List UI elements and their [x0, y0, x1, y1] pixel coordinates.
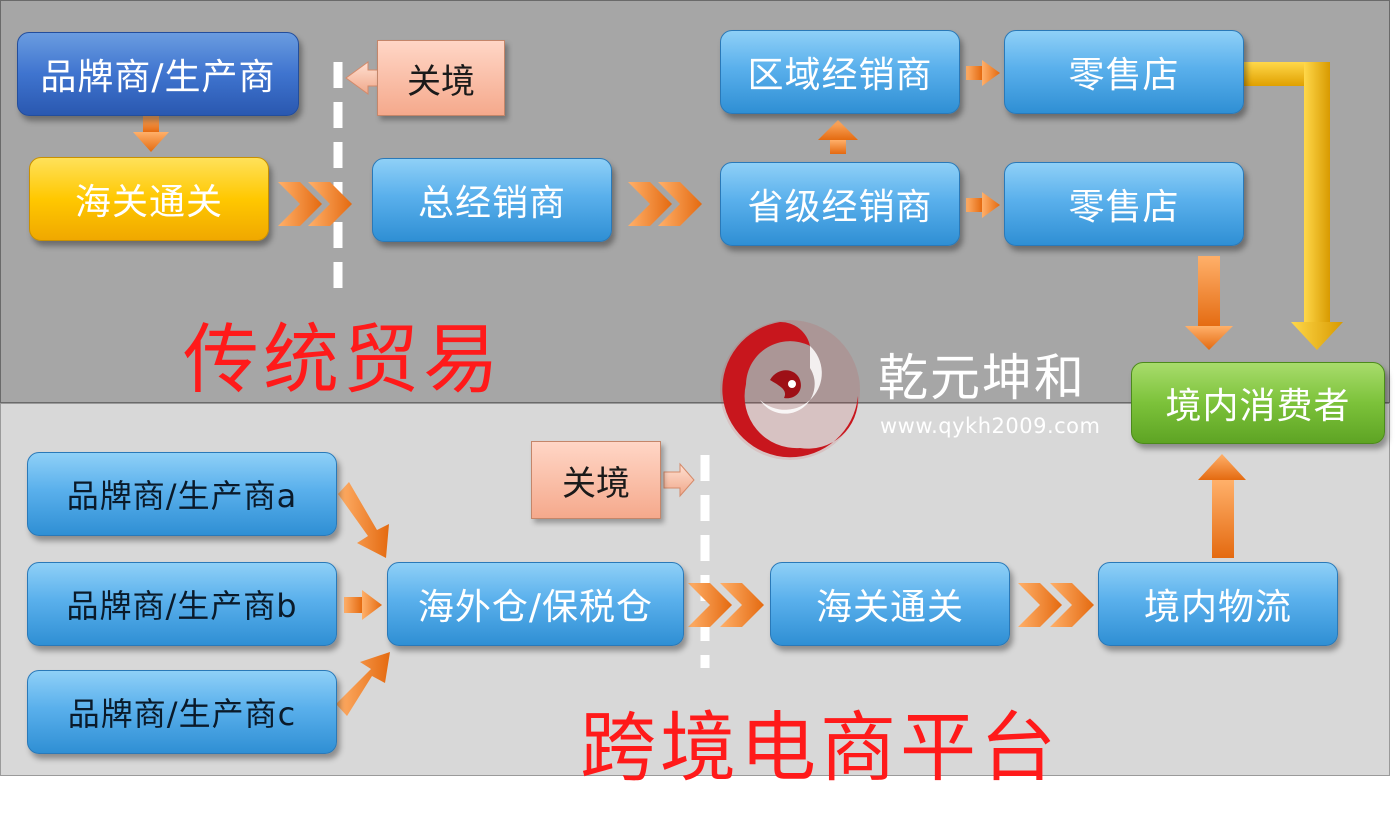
arrow-brand-to-customs — [133, 116, 169, 152]
logo-name: 乾元坤和 — [878, 349, 1086, 407]
arrow-provincial-to-retail2 — [966, 192, 1000, 218]
border-label-top: 关境 — [377, 40, 505, 116]
regional-distributor-box: 区域经销商 — [720, 30, 960, 114]
arrow-logistics-to-consumer — [1198, 454, 1246, 558]
overseas-bonded-warehouse-box: 海外仓/保税仓 — [387, 562, 684, 646]
domestic-consumer-box: 境内消费者 — [1131, 362, 1385, 444]
arrow-brand-a-to-warehouse — [338, 482, 389, 558]
brand-manufacturer-c-box: 品牌商/生产商c — [27, 670, 337, 754]
traditional-trade-label: 传统贸易 — [183, 315, 503, 404]
retail-store-box-2: 零售店 — [1004, 162, 1244, 246]
arrow-brand-b-to-warehouse — [344, 590, 382, 620]
domestic-logistics-box: 境内物流 — [1098, 562, 1338, 646]
crossborder-platform-label: 跨境电商平台 — [580, 703, 1060, 792]
chevron-customs-to-general — [278, 182, 352, 226]
customs-clearance-box: 海关通关 — [29, 157, 269, 241]
chevron-customs-to-logistics — [1018, 583, 1094, 627]
brand-manufacturer-a-box: 品牌商/生产商a — [27, 452, 337, 536]
gold-connector-retail1-to-consumer — [1244, 62, 1343, 350]
arrow-retail2-to-consumer — [1185, 256, 1233, 350]
retail-store-box-1: 零售店 — [1004, 30, 1244, 114]
provincial-distributor-box: 省级经销商 — [720, 162, 960, 246]
logo-emblem — [720, 320, 860, 460]
arrow-regional-to-retail1 — [966, 60, 1000, 86]
brand-manufacturer-b-box: 品牌商/生产商b — [27, 562, 337, 646]
general-distributor-box: 总经销商 — [372, 158, 612, 242]
arrow-brand-c-to-warehouse — [336, 652, 390, 716]
brand-manufacturer-box: 品牌商/生产商 — [17, 32, 299, 116]
chevron-general-to-provincial — [628, 182, 702, 226]
border-arrow-right — [663, 462, 695, 498]
logo-url: www.qykh2009.com — [880, 414, 1101, 438]
arrow-provincial-to-regional — [818, 120, 858, 154]
chevron-warehouse-to-customs — [688, 583, 764, 627]
border-label-bottom: 关境 — [531, 441, 661, 519]
customs-clearance-box-crossborder: 海关通关 — [770, 562, 1010, 646]
